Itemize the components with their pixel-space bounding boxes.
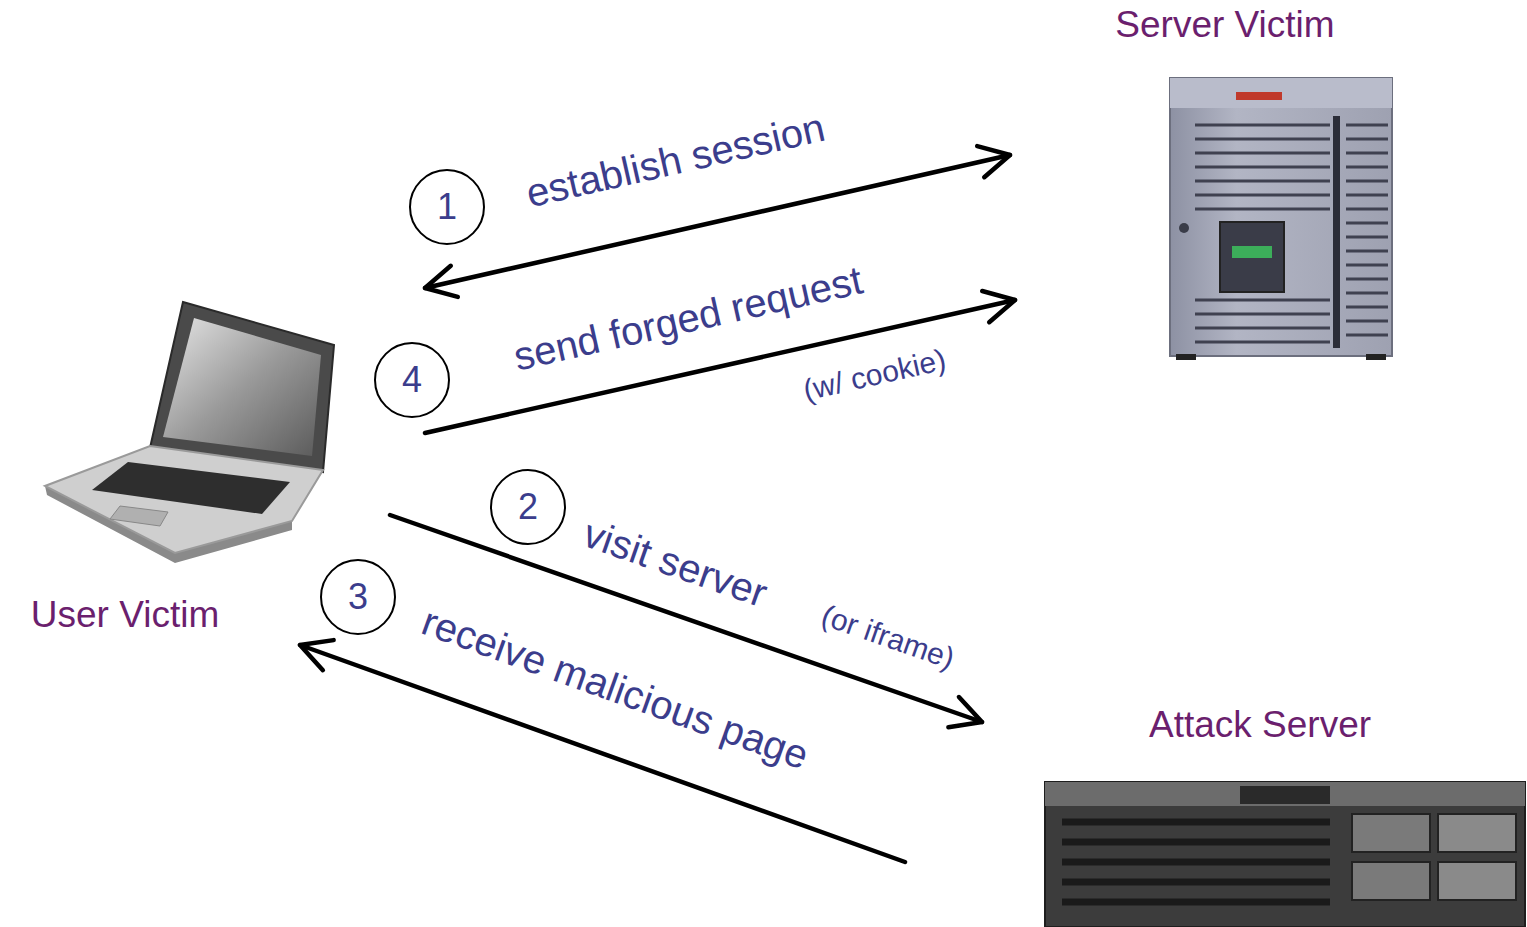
tower-display [1232,246,1272,258]
tower-vents [1195,125,1388,342]
rack-vents [1062,822,1330,902]
arrowhead [982,291,1015,322]
rack-bezel [1240,786,1330,804]
rack-drive-bay [1352,862,1430,900]
attacker-node: Attack Server [1040,700,1480,927]
arrowhead [948,697,982,727]
tower-button [1179,223,1189,233]
edge-label: establish session [522,105,829,215]
tower-body [1170,78,1392,356]
laptop-illustration [45,302,334,563]
client-node: User Victim [0,290,250,640]
connector-line [425,155,1010,288]
rack-server-illustration [1045,782,1525,927]
edge-label: send forged request [510,257,867,378]
laptop-base [45,446,323,553]
note-label: (or iframe) [817,598,959,675]
callout-circle: 2 [490,469,566,545]
edge-label: receive malicious page [416,599,814,778]
callout-number: 3 [348,579,368,615]
tower-foot [1366,354,1386,360]
callout-number: 1 [437,189,457,225]
arrowhead [425,266,458,297]
node-title: User Victim [0,594,250,636]
node-title: Attack Server [1040,704,1480,746]
callout-number: 2 [518,489,538,525]
callout-circle: 3 [320,559,396,635]
arrowhead [977,146,1010,177]
callout-circle: 1 [409,169,485,245]
node-title: Server Victim [1080,4,1370,46]
rack-top [1045,782,1525,806]
callout-circle: 4 [374,342,450,418]
laptop-lid [150,302,334,472]
tower-panel [1220,222,1284,292]
rack-drive-bay [1438,814,1516,852]
callout-number: 4 [402,362,422,398]
laptop-screen [163,318,321,456]
note-label: (w/ cookie) [801,342,950,406]
laptop-touchpad [110,506,168,526]
tower-top [1170,78,1392,108]
rack-drive-bay [1438,862,1516,900]
arrowhead [300,640,334,670]
rack-drive-bay [1352,814,1430,852]
tower-foot [1176,354,1196,360]
edge-label: visit server [579,511,774,616]
server-node: Server Victim [1080,0,1370,365]
rack-body [1045,782,1525,927]
tower-server-illustration [1170,78,1392,360]
tower-logo [1236,92,1282,100]
tower-divider [1333,116,1340,348]
